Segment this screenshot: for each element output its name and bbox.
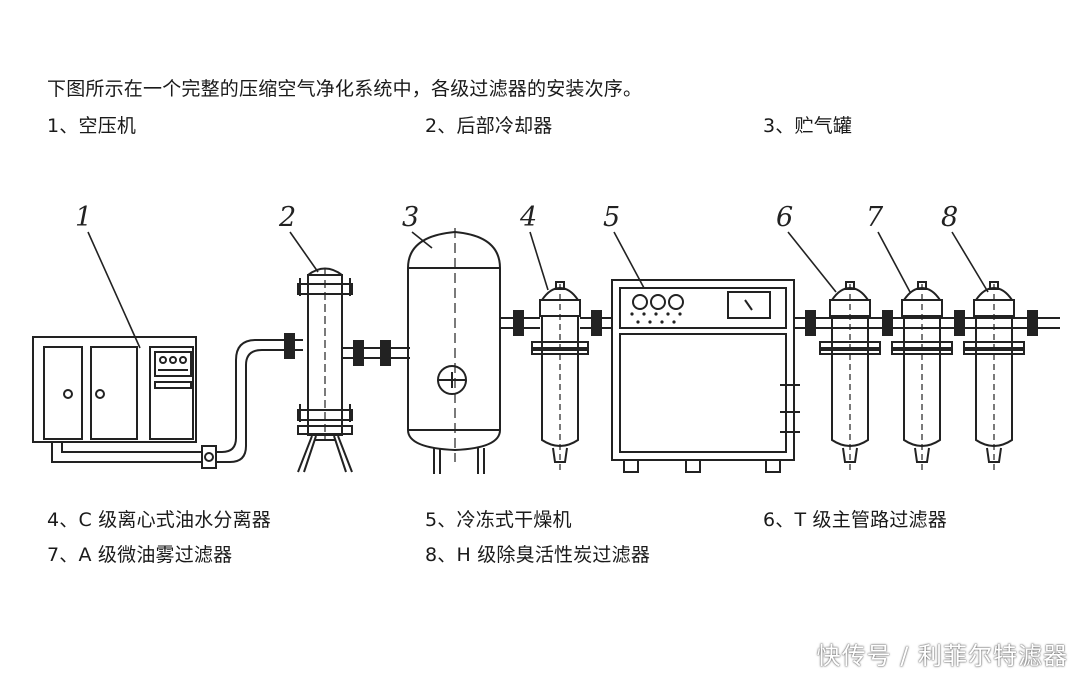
- h-grade-filter: [963, 281, 1025, 470]
- pipe-cooler-tank: [342, 340, 410, 366]
- legend-item-5: 5、冷冻式干燥机: [425, 509, 572, 531]
- t-grade-filter: [819, 281, 881, 470]
- callout-3: 3: [402, 202, 419, 233]
- c-grade-separator: [531, 281, 589, 470]
- legend-item-8: 8、H 级除臭活性炭过滤器: [425, 544, 651, 566]
- pipe-tank-separator: [500, 310, 540, 336]
- pipe-dryer-filters: [794, 310, 1060, 336]
- callout-7: 7: [866, 202, 884, 233]
- callout-1: 1: [75, 202, 92, 233]
- intro-text: 下图所示在一个完整的压缩空气净化系统中，各级过滤器的安装次序。: [47, 78, 643, 100]
- after-cooler: [297, 267, 353, 473]
- legend-item-3: 3、贮气罐: [763, 115, 853, 137]
- legend-item-7: 7、A 级微油雾过滤器: [47, 544, 233, 566]
- legend-item-4: 4、C 级离心式油水分离器: [47, 509, 271, 531]
- legend-item-1: 1、空压机: [47, 115, 137, 137]
- pipe-compressor-cooler: [51, 333, 303, 469]
- receiver-tank: [407, 228, 501, 474]
- air-compressor: [32, 336, 197, 443]
- watermark: 快传号 / 利菲尔特滤器: [816, 642, 1068, 670]
- refrigerated-dryer: [611, 279, 800, 473]
- legend-item-2: 2、后部冷却器: [425, 115, 553, 137]
- leader-lines: [87, 231, 989, 349]
- pipe-separator-dryer: [580, 310, 612, 336]
- callout-8: 8: [941, 202, 958, 233]
- callout-6: 6: [776, 202, 793, 233]
- callout-5: 5: [603, 202, 620, 233]
- callout-4: 4: [519, 202, 537, 233]
- callout-2: 2: [278, 202, 296, 233]
- legend-item-6: 6、T 级主管路过滤器: [763, 509, 947, 531]
- a-grade-filter: [891, 281, 953, 470]
